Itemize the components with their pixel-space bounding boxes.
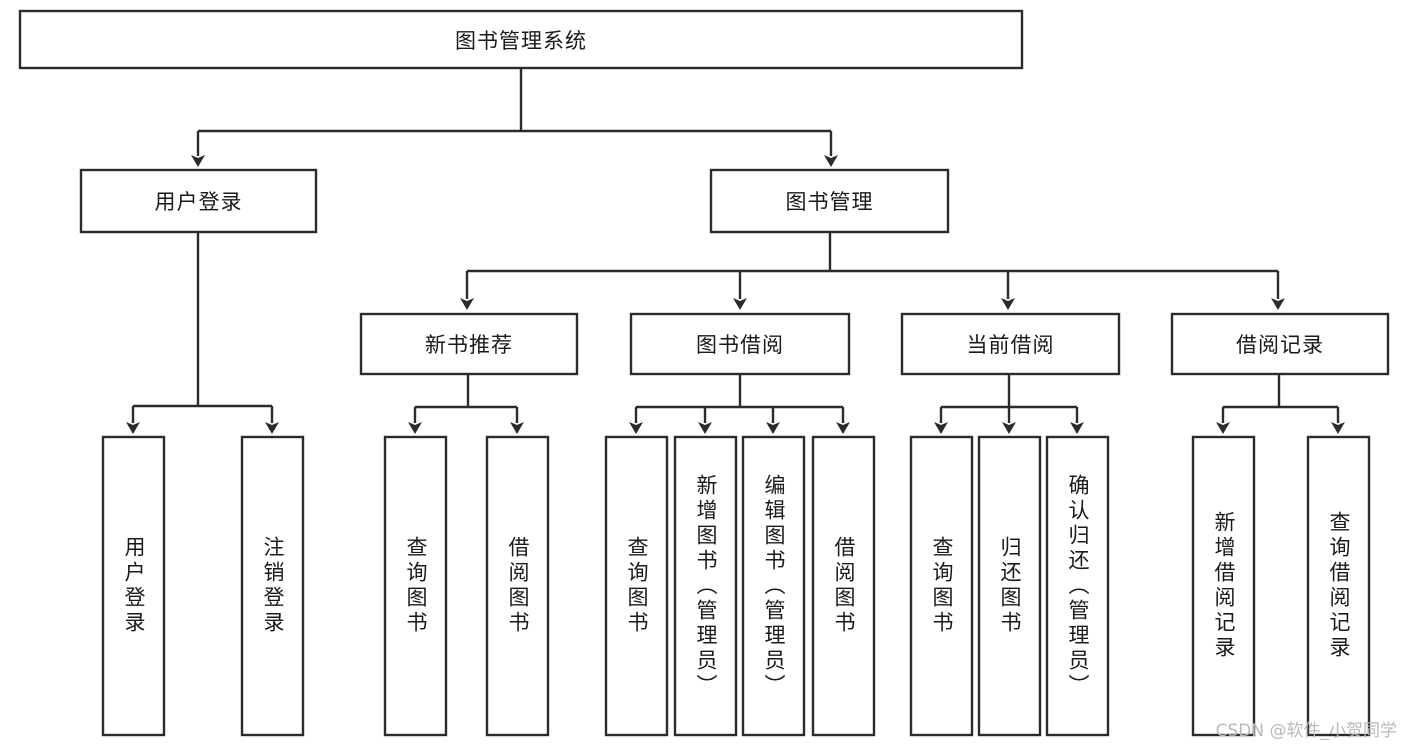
node-leaf-add-record-box[interactable] bbox=[1191, 435, 1256, 737]
node-leaf-borrow-book-1-box[interactable] bbox=[485, 435, 550, 737]
node-leaf-confirm-return-box[interactable] bbox=[1045, 435, 1110, 737]
node-root-box[interactable] bbox=[18, 9, 1024, 70]
node-leaf-query-book-1-box[interactable] bbox=[383, 435, 448, 737]
node-book-manage-box[interactable] bbox=[709, 168, 950, 234]
node-user-login-box[interactable] bbox=[79, 168, 318, 234]
node-leaf-user-login-box[interactable] bbox=[101, 435, 166, 737]
node-current-borrow-box[interactable] bbox=[900, 312, 1121, 376]
node-leaf-return-book-box[interactable] bbox=[977, 435, 1042, 737]
node-leaf-query-book-2-box[interactable] bbox=[604, 435, 669, 737]
node-leaf-query-record-box[interactable] bbox=[1306, 435, 1371, 737]
node-leaf-query-book-3-box[interactable] bbox=[909, 435, 974, 737]
node-leaf-borrow-book-2-box[interactable] bbox=[811, 435, 876, 737]
node-new-book-recommend-box[interactable] bbox=[359, 312, 579, 376]
node-leaf-logout-box[interactable] bbox=[240, 435, 305, 737]
node-leaf-add-book-box[interactable] bbox=[673, 435, 738, 737]
node-book-borrow-box[interactable] bbox=[629, 312, 851, 376]
node-leaf-edit-book-box[interactable] bbox=[741, 435, 806, 737]
node-borrow-record-box[interactable] bbox=[1170, 312, 1390, 376]
